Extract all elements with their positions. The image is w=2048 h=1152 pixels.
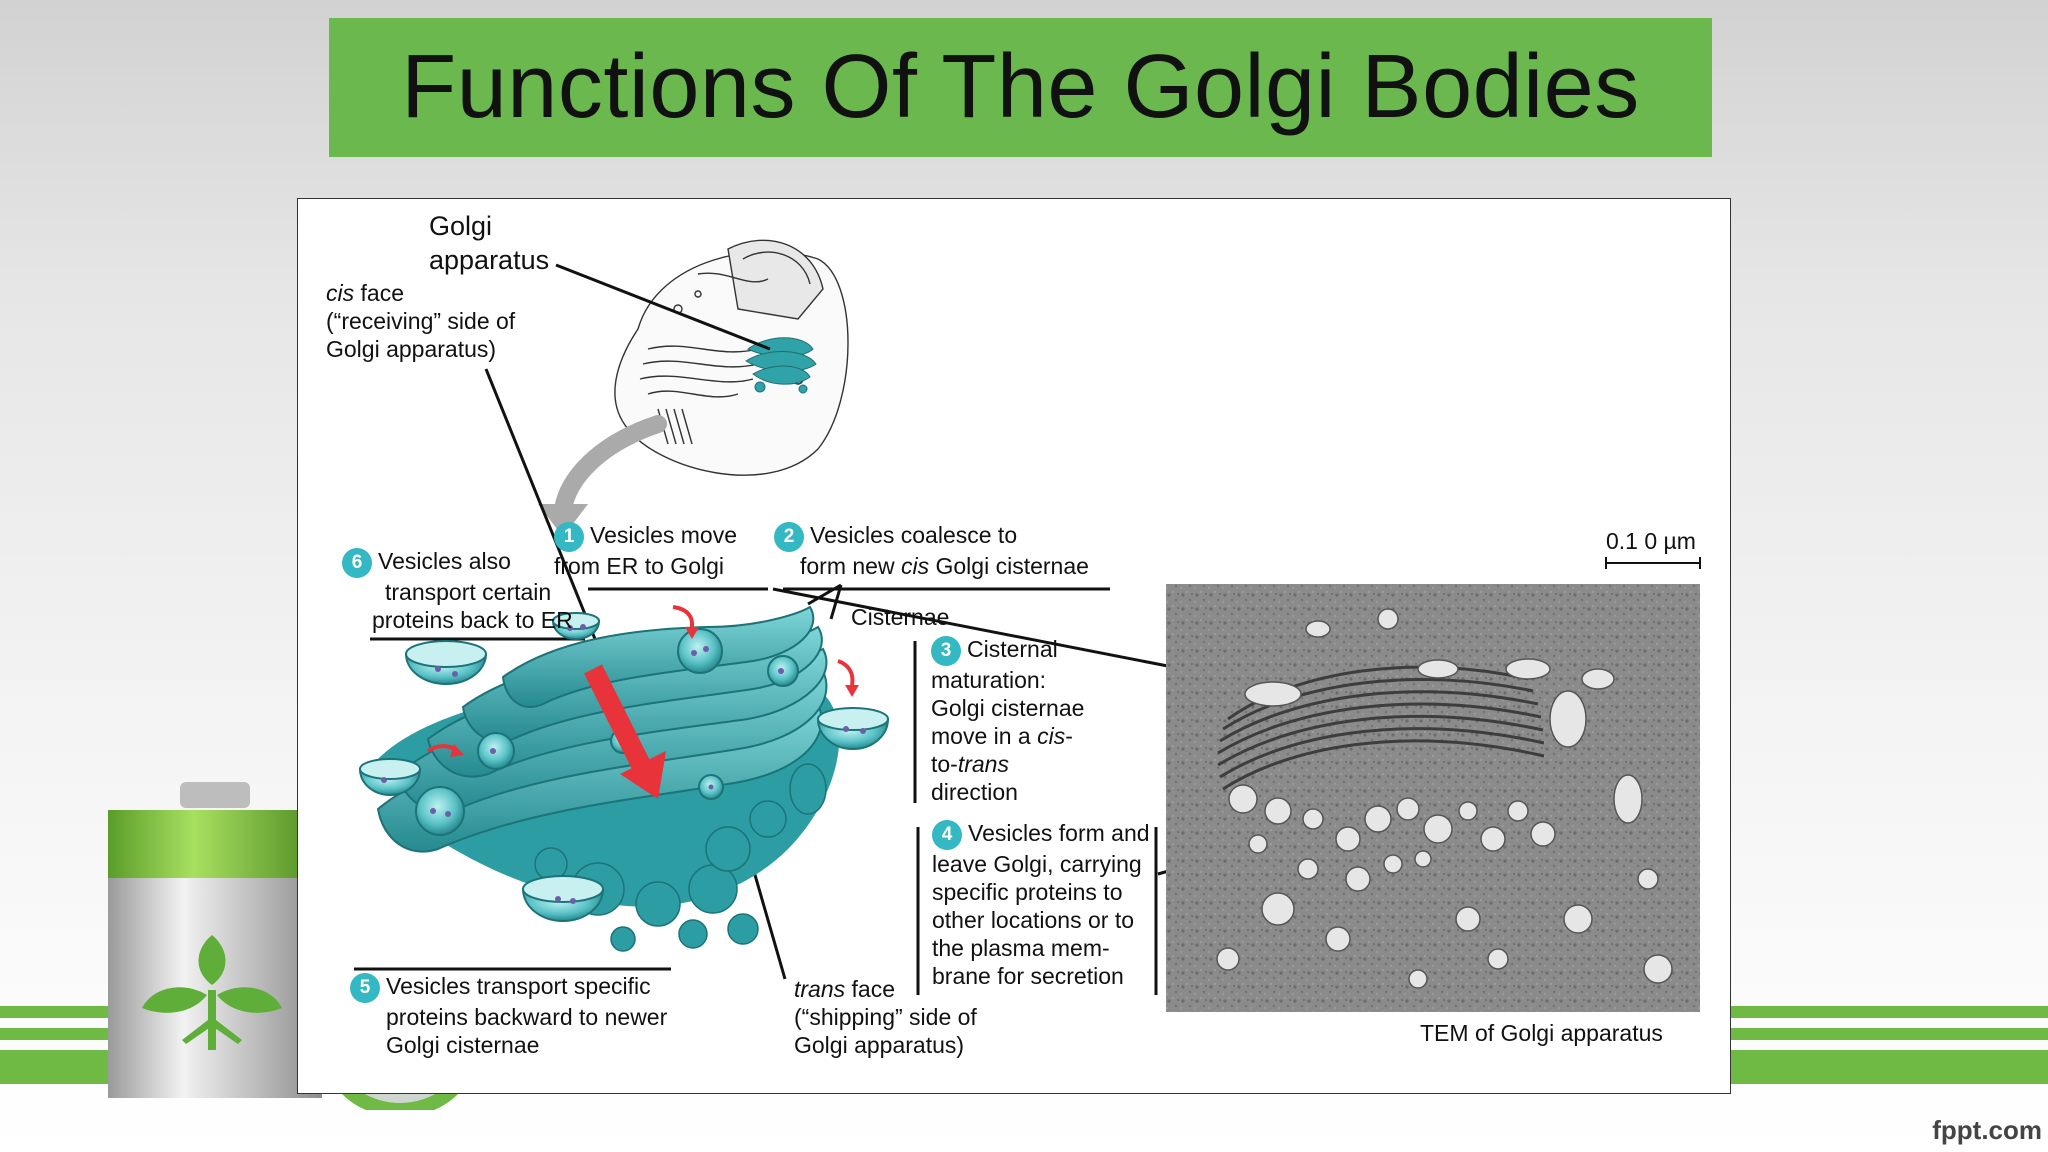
step-3-line3: Golgi cisternae xyxy=(931,694,1085,721)
title-bar: Functions Of The Golgi Bodies xyxy=(329,18,1712,157)
scale-bar-label: 0.1 0 µm xyxy=(1606,528,1696,554)
cell-golgi-highlight xyxy=(745,337,817,394)
step-2-line2-pre: form new xyxy=(800,552,901,579)
golgi-label-line2: apparatus xyxy=(429,245,550,275)
step-3-line4-pre: move in a xyxy=(931,722,1038,749)
step-2-badge: 2 xyxy=(774,521,804,552)
step-4-line4: other locations or to xyxy=(932,906,1135,933)
figure-panel: Golgi apparatus cis face (“receiving” si… xyxy=(297,198,1731,1094)
step-5-line2: proteins backward to newer xyxy=(386,1003,668,1030)
step-3-line4-post: - xyxy=(1065,722,1073,749)
golgi-label-line1: Golgi xyxy=(429,211,493,241)
step-4-line3: specific proteins to xyxy=(932,878,1123,905)
step-6-line1: Vesicles also xyxy=(378,548,511,574)
trans-face-line3: Golgi apparatus) xyxy=(794,1032,965,1058)
cis-face-line2: (“receiving” side of xyxy=(326,308,516,334)
step-3-line4-italic: cis xyxy=(1037,722,1066,749)
golgi-apparatus-label: Golgi apparatus xyxy=(429,209,549,277)
step-3-line6: direction xyxy=(931,778,1018,805)
cis-face-line3: Golgi apparatus) xyxy=(326,336,497,362)
step-1-line2: from ER to Golgi xyxy=(554,552,724,579)
step-2-line2-italic: cis xyxy=(900,552,930,579)
step-2-line1: Vesicles coalesce to xyxy=(810,522,1018,548)
cis-face-rest: face xyxy=(354,280,405,306)
zoom-arrow xyxy=(554,415,667,518)
step-5-line1: Vesicles transport specific xyxy=(386,973,651,999)
tem-micrograph xyxy=(1166,584,1700,1012)
step-3-line5-pre: to- xyxy=(931,750,958,777)
cis-face-label: cis face (“receiving” side of Golgi appa… xyxy=(326,279,515,363)
step-6-line3: proteins back to ER xyxy=(372,606,573,633)
golgi-stack xyxy=(358,605,890,952)
step-4-line2: leave Golgi, carrying xyxy=(932,850,1142,877)
trans-face-label: trans face (“shipping” side of Golgi app… xyxy=(794,975,977,1059)
step-2-line2-post: Golgi cisternae xyxy=(929,552,1089,579)
step-3-line5-italic: trans xyxy=(957,750,1009,777)
slide-title: Functions Of The Golgi Bodies xyxy=(401,37,1640,137)
step-3-line2: maturation: xyxy=(931,666,1047,693)
step-4-line1: Vesicles form and xyxy=(968,820,1150,846)
cisternae-label: Cisternae xyxy=(851,604,950,630)
step-5-badge: 5 xyxy=(350,972,380,1003)
trans-face-rest: face xyxy=(845,976,896,1002)
step-6-badge: 6 xyxy=(342,547,372,578)
tem-caption: TEM of Golgi apparatus xyxy=(1420,1020,1663,1046)
cell-sketch xyxy=(614,239,849,476)
step-3-line1: Cisternal xyxy=(967,636,1058,662)
step-4-line6: brane for secretion xyxy=(932,962,1124,989)
step-4-badge: 4 xyxy=(932,819,962,850)
cis-face-italic: cis xyxy=(326,280,355,306)
trans-face-italic: trans xyxy=(794,976,846,1002)
step-1-line1: Vesicles move xyxy=(590,522,738,548)
step-1-badge: 1 xyxy=(554,521,584,552)
golgi-diagram xyxy=(354,239,1701,1012)
step-4-line5: the plasma mem- xyxy=(932,934,1110,961)
step-6-line2: transport certain xyxy=(385,578,552,605)
fppt-logo: fppt.com xyxy=(1932,1115,2042,1145)
trans-face-line2: (“shipping” side of xyxy=(794,1004,977,1030)
step-5-line3: Golgi cisternae xyxy=(386,1031,540,1058)
vesicles xyxy=(358,612,890,922)
step-3-badge: 3 xyxy=(931,635,961,666)
